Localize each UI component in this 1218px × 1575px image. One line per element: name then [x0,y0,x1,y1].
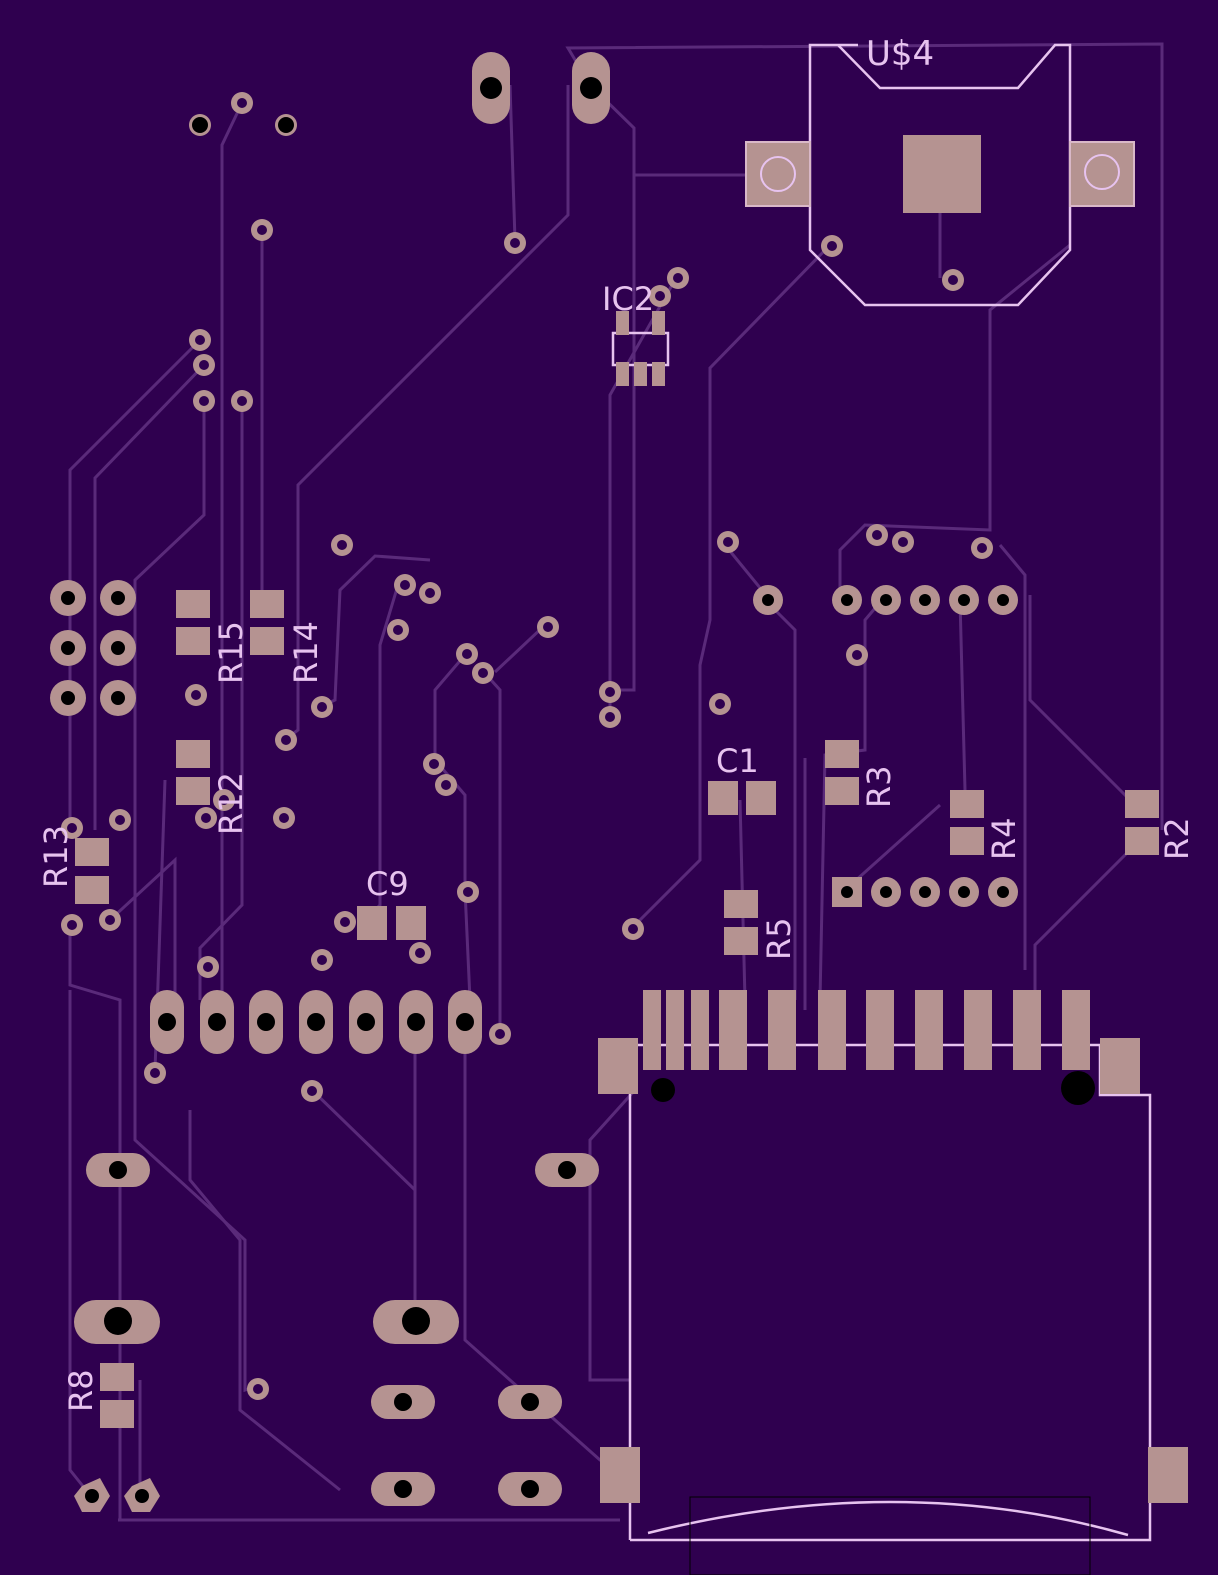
via-drill [400,580,410,590]
via-drill [317,702,327,712]
via-drill [191,690,201,700]
label-r3: R3 [860,765,898,808]
via-drill [307,1086,317,1096]
via-drill [115,815,125,825]
via-drill [281,735,291,745]
via-drill [340,917,350,927]
via-drill [605,712,615,722]
label-r15: R15 [212,621,250,684]
via-drill [337,540,347,550]
via-drill [253,1384,263,1394]
via-drill [195,335,205,345]
label-u4: U$4 [866,34,934,74]
label-r14: R14 [287,621,325,684]
label-r2: R2 [1158,817,1196,860]
via-drill [673,273,683,283]
via-drill [655,291,665,301]
vias [61,92,993,1400]
via-drill [898,537,908,547]
via-drill [463,887,473,897]
via-drill [827,241,837,251]
label-r12: R12 [212,772,250,835]
via-drill [219,795,229,805]
via-drill [628,924,638,934]
via-drill [199,396,209,406]
via-drill [257,225,267,235]
via-drill [279,813,289,823]
label-ic2: IC2 [602,280,654,318]
via-drill [948,275,958,285]
label-r4: R4 [985,817,1023,860]
ic2-footprint [616,311,665,386]
header-pads [50,580,1018,1512]
label-c1: C1 [716,742,759,780]
via-drill [478,668,488,678]
via-drill [105,915,115,925]
oblong-pads [74,52,610,1506]
label-r13: R13 [37,825,75,888]
silkscreen-labels: U$4 IC2 C1 C9 R2 R3 R4 R5 R8 R12 R13 R14… [37,34,1196,1412]
via-drill [977,543,987,553]
via-drill [237,396,247,406]
via-drill [203,962,213,972]
via-drill [415,948,425,958]
via-drill [201,813,211,823]
via-drill [67,920,77,930]
via-drill [605,687,615,697]
via-drill [441,780,451,790]
black-vias [189,114,297,136]
via-drill [462,649,472,659]
via-drill [872,530,882,540]
via-drill [150,1068,160,1078]
via-drill [495,1029,505,1039]
via-drill [237,98,247,108]
sd-connector-pads [598,990,1188,1503]
label-r8: R8 [62,1369,100,1412]
label-r5: R5 [760,917,798,960]
via-drill [425,588,435,598]
board-edge-outline [689,1496,1091,1575]
via-drill [199,360,209,370]
via-drill [429,759,439,769]
via-drill [317,955,327,965]
smd-pads [75,590,1159,1428]
via-drill [67,823,77,833]
via-drill [510,238,520,248]
via-drill [852,650,862,660]
via-drill [543,622,553,632]
via-drill [393,625,403,635]
via-drill [715,699,725,709]
label-c9: C9 [366,865,409,903]
via-drill [723,537,733,547]
u4-battery-holder [745,135,1135,213]
